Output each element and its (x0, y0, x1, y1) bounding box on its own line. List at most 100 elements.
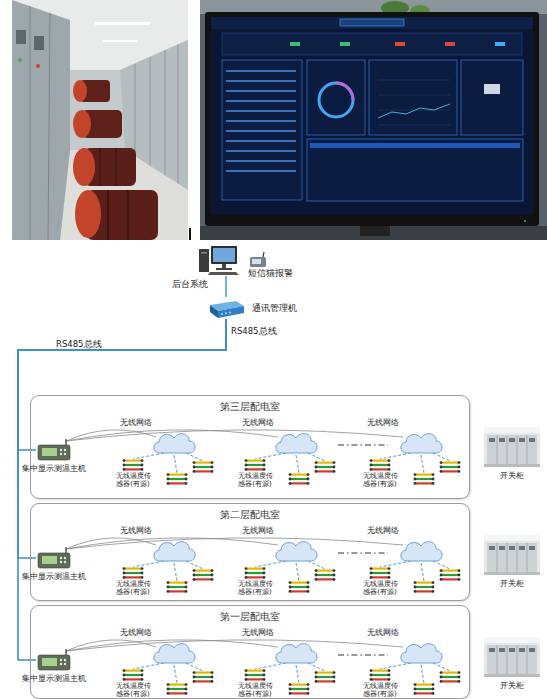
cloud-shape (272, 429, 320, 455)
switchgear-photo (48, 13, 50, 240)
text-group: 无线温度传感器(有源) (236, 472, 274, 489)
text-group: 无线网络 (367, 628, 399, 637)
monitor-photo (200, 0, 547, 14)
monitor-photo (336, 83, 353, 100)
cloud-shape (154, 644, 195, 663)
cloud-label: 无线网络 (120, 418, 152, 427)
text-group: 第三层配电室 (31, 401, 469, 413)
sensor-decoration (338, 553, 388, 554)
monitor-photo (226, 110, 296, 112)
sensor-decoration (308, 561, 325, 569)
switchgear-photo (135, 64, 136, 159)
text-group: 无线网络 (242, 526, 274, 535)
switchgear-photo (484, 535, 540, 575)
cloud-shape (150, 639, 198, 665)
text-group: 无线网络 (120, 526, 152, 535)
sensor-icon (122, 567, 144, 579)
sensor-decoration (193, 569, 214, 581)
sensor-icon (122, 459, 144, 471)
sensor-icon (123, 567, 144, 579)
cloud-shape (276, 542, 317, 561)
sms-modem-icon (250, 252, 266, 267)
sensor-decoration (174, 563, 177, 581)
switchgear-photo (484, 427, 540, 467)
monitor-photo (310, 143, 520, 148)
monitor-photo (226, 170, 296, 172)
text-group: 无线温度传感器(有源) (361, 580, 399, 597)
sensor-icon (244, 459, 266, 471)
sensor-decoration (186, 663, 203, 671)
switchgear-photo (73, 110, 91, 138)
wireless-dashed-link (380, 561, 411, 567)
text-group: 短信猫报警 (248, 268, 293, 278)
sensor-node: 无线温度传感器(有源) (122, 459, 144, 471)
host-node: 集中显示测温主机 (36, 649, 72, 671)
sensor-decoration (174, 453, 450, 683)
cloud-shape (150, 537, 198, 563)
sensor-icon (370, 567, 391, 579)
bus-label: RS485总线 (231, 326, 277, 338)
sensor-node: 无线温度传感器(有源) (244, 669, 266, 681)
monitor-photo (461, 60, 523, 135)
wireless-cloud: 无线网络 (150, 537, 198, 563)
wireless-dashed-link (133, 561, 164, 567)
wireless-cloud: 无线网络 (150, 429, 198, 455)
sensor-label: 无线温度传感器(有源) (361, 580, 399, 597)
switchgear-photo (34, 36, 44, 50)
monitor-photo (378, 95, 450, 96)
switchgear-photo (75, 190, 101, 238)
switchgear-photo (165, 50, 166, 178)
sensor-decoration (289, 581, 310, 593)
monitor-photo (319, 83, 353, 117)
room-band: 第三层配电室集中显示测温主机无线网络无线温度传感器(有源)无线网络无线温度传感器… (30, 395, 470, 499)
sensor-node: 无线温度传感器(有源) (369, 459, 391, 471)
switchgear-node: 开关柜 (484, 535, 540, 593)
sensor-label: 无线温度传感器(有源) (114, 472, 152, 489)
wireless-link (66, 538, 403, 549)
cloud-shape (397, 429, 445, 455)
band-title: 第一层配电室 (31, 611, 469, 623)
comm-manager-icon (206, 297, 246, 319)
cloud-label: 无线网络 (367, 418, 399, 427)
band-title: 第三层配电室 (31, 401, 469, 413)
sensor-decoration (338, 655, 388, 656)
cloud-shape (154, 542, 195, 561)
sms-alarm-node: 短信猫报警 (248, 252, 268, 268)
monitor-photo (226, 120, 296, 122)
wireless-cloud: 无线网络 (272, 639, 320, 665)
switchgear-photo (12, 0, 188, 240)
sensor-decoration (315, 569, 336, 581)
monitor-photo (484, 84, 500, 94)
cloud-shape (154, 434, 195, 453)
text-group: 无线温度传感器(有源) (114, 580, 152, 597)
sensor-decoration (167, 473, 188, 485)
node-label: 通讯管理机 (252, 303, 297, 314)
sensor-node: 无线温度传感器(有源) (244, 567, 266, 579)
monitor-photo (340, 19, 404, 26)
sensor-decoration (315, 461, 336, 473)
host-icon (38, 547, 70, 568)
sensor-decoration (296, 665, 299, 683)
link-line (225, 276, 226, 297)
sensor-icon (244, 669, 266, 681)
switchgear-photo (102, 40, 137, 42)
monitor-photo (445, 42, 455, 46)
sms-modem-icon (248, 252, 268, 268)
sensor-decoration (289, 473, 310, 485)
cloud-shape (150, 429, 198, 455)
monitor-photo (211, 17, 533, 215)
monitor-photo (360, 226, 390, 236)
monitor-photo (226, 80, 296, 82)
switchgear-photo (12, 0, 191, 240)
monitor-photo (378, 104, 450, 118)
sensor-icon (245, 459, 266, 471)
monitor-photo (340, 42, 350, 46)
cloud-shape (401, 542, 442, 561)
computer-icon (196, 244, 240, 276)
switchgear-photo (18, 58, 22, 62)
cloud-shape (397, 537, 445, 563)
monitor-photo (378, 80, 450, 81)
switchgear-photo (107, 190, 109, 240)
